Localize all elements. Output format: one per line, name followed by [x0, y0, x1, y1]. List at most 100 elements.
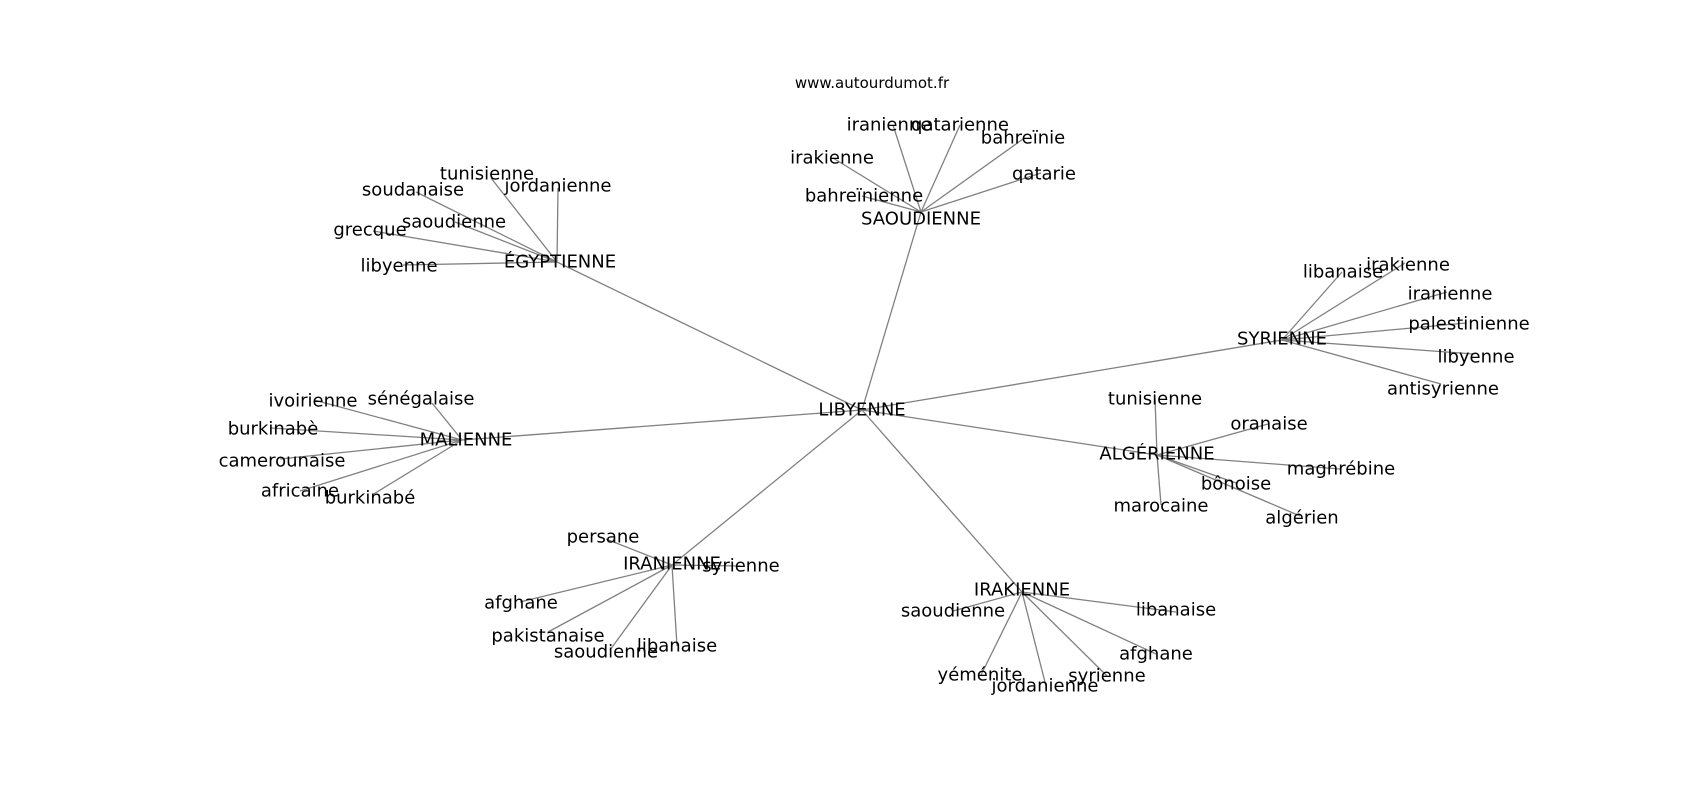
- edge-hub-leaf: [1281, 339, 1442, 385]
- edge-hub-leaf: [1021, 591, 1177, 613]
- hub-node[interactable]: IRANIENNE: [623, 554, 721, 575]
- edge-hub-leaf: [1154, 397, 1158, 456]
- leaf-node[interactable]: africaine: [261, 481, 339, 502]
- root-node[interactable]: LIBYENNE: [818, 400, 905, 421]
- leaf-node[interactable]: libyenne: [360, 256, 437, 277]
- edge-hub-leaf: [1281, 291, 1448, 341]
- edge-hub-leaf: [952, 591, 1023, 612]
- leaf-node[interactable]: soudanaise: [362, 180, 464, 201]
- leaf-node[interactable]: qatarienne: [911, 115, 1009, 136]
- leaf-node[interactable]: antisyrienne: [1387, 379, 1499, 400]
- edge-hub-leaf: [299, 439, 463, 492]
- edge-hub-leaf: [1021, 591, 1157, 655]
- leaf-node[interactable]: burkinabè: [228, 419, 319, 440]
- edge-hub-leaf: [519, 564, 673, 603]
- leaf-node[interactable]: irakienne: [790, 148, 874, 169]
- leaf-node[interactable]: sénégalaise: [368, 389, 475, 410]
- leaf-node[interactable]: tunisienne: [1108, 389, 1202, 410]
- edge-hub-leaf: [1156, 454, 1301, 517]
- edge-hub-leaf: [605, 538, 673, 566]
- edge-root-hub: [671, 409, 863, 566]
- leaf-node[interactable]: persane: [567, 527, 640, 548]
- edge-hub-leaf: [920, 138, 1024, 213]
- leaf-node[interactable]: qatarie: [1012, 164, 1076, 185]
- edge-hub-leaf: [556, 187, 559, 263]
- leaf-node[interactable]: libanaise: [637, 636, 717, 657]
- leaf-node[interactable]: saoudienne: [901, 601, 1005, 622]
- leaf-node[interactable]: bahreïnie: [981, 128, 1065, 149]
- edge-hub-leaf: [270, 427, 463, 441]
- leaf-node[interactable]: tunisienne: [440, 164, 534, 185]
- edge-root-hub: [556, 261, 863, 411]
- edge-root-hub: [861, 339, 1283, 411]
- edges: [270, 124, 1475, 687]
- edge-root-hub: [861, 409, 1158, 456]
- hub-node[interactable]: ÉGYPTIENNE: [504, 251, 616, 273]
- labels: LIBYENNEÉGYPTIENNEtunisiennejordaniennes…: [219, 115, 1530, 697]
- hub-node[interactable]: SYRIENNE: [1237, 329, 1327, 350]
- edge-hub-leaf: [1021, 591, 1047, 687]
- edge-hub-leaf: [1156, 454, 1237, 484]
- edge-hub-leaf: [490, 177, 558, 263]
- edge-hub-leaf: [1281, 262, 1406, 341]
- edge-hub-leaf: [1156, 423, 1269, 456]
- edge-hub-leaf: [1156, 454, 1341, 470]
- edge-hub-leaf: [547, 564, 673, 633]
- leaf-node[interactable]: iranienne: [847, 115, 932, 136]
- leaf-node[interactable]: camerounaise: [219, 451, 346, 472]
- leaf-node[interactable]: grecque: [333, 220, 406, 241]
- leaf-node[interactable]: marocaine: [1114, 496, 1209, 517]
- hub-node[interactable]: IRAKIENNE: [974, 580, 1070, 601]
- leaf-node[interactable]: libanaise: [1136, 600, 1216, 621]
- leaf-node[interactable]: irakienne: [1366, 255, 1450, 276]
- leaf-node[interactable]: jordanienne: [504, 176, 612, 197]
- edge-root-hub: [861, 211, 922, 411]
- edge-hub-leaf: [920, 172, 1042, 213]
- leaf-node[interactable]: afghane: [1119, 644, 1193, 665]
- edge-hub-leaf: [415, 191, 558, 263]
- leaf-node[interactable]: bahreïnienne: [805, 186, 923, 207]
- leaf-node[interactable]: iranienne: [1408, 284, 1493, 305]
- edge-hub-leaf: [1281, 322, 1467, 341]
- edge-hub-leaf: [313, 399, 463, 441]
- leaf-node[interactable]: syrienne: [702, 556, 779, 577]
- edge-hub-leaf: [892, 124, 922, 213]
- hub-node[interactable]: SAOUDIENNE: [861, 209, 981, 230]
- leaf-node[interactable]: jordanienne: [991, 676, 1099, 697]
- leaf-node[interactable]: libyenne: [1437, 347, 1514, 368]
- leaf-node[interactable]: ivoirienne: [268, 391, 357, 412]
- leaf-node[interactable]: saoudienne: [554, 642, 658, 663]
- hub-node[interactable]: ALGÉRIENNE: [1099, 443, 1214, 465]
- edge-hub-leaf: [431, 402, 463, 441]
- site-url[interactable]: www.autourdumot.fr: [795, 74, 950, 92]
- leaf-node[interactable]: saoudienne: [402, 212, 506, 233]
- edge-hub-leaf: [371, 439, 463, 496]
- edge-root-hub: [861, 409, 1023, 593]
- leaf-node[interactable]: bônoise: [1201, 474, 1271, 495]
- leaf-node[interactable]: algérien: [1265, 508, 1338, 529]
- leaf-node[interactable]: libanaise: [1303, 262, 1383, 283]
- edge-hub-leaf: [980, 591, 1023, 676]
- edge-hub-leaf: [372, 230, 558, 263]
- edge-hub-leaf: [402, 261, 558, 266]
- leaf-node[interactable]: burkinabé: [325, 488, 416, 509]
- leaf-node[interactable]: oranaise: [1230, 414, 1307, 435]
- leaf-node[interactable]: maghrébine: [1287, 459, 1395, 480]
- edge-root-hub: [461, 409, 863, 441]
- edge-hub-leaf: [920, 124, 961, 213]
- leaf-node[interactable]: afghane: [484, 593, 558, 614]
- edge-hub-leaf: [671, 564, 678, 647]
- leaf-node[interactable]: pakistanaise: [491, 626, 604, 647]
- edge-hub-leaf: [832, 157, 922, 213]
- leaf-node[interactable]: yéménite: [938, 665, 1023, 686]
- edge-hub-leaf: [279, 439, 463, 460]
- edge-hub-leaf: [1281, 271, 1343, 341]
- leaf-node[interactable]: syrienne: [1068, 666, 1145, 687]
- edge-hub-leaf: [1281, 339, 1475, 355]
- edge-hub-leaf: [1156, 454, 1162, 506]
- hub-node[interactable]: MALIENNE: [420, 430, 513, 451]
- edge-hub-leaf: [1021, 591, 1108, 677]
- edge-hub-leaf: [671, 564, 741, 567]
- leaf-node[interactable]: palestinienne: [1408, 314, 1529, 335]
